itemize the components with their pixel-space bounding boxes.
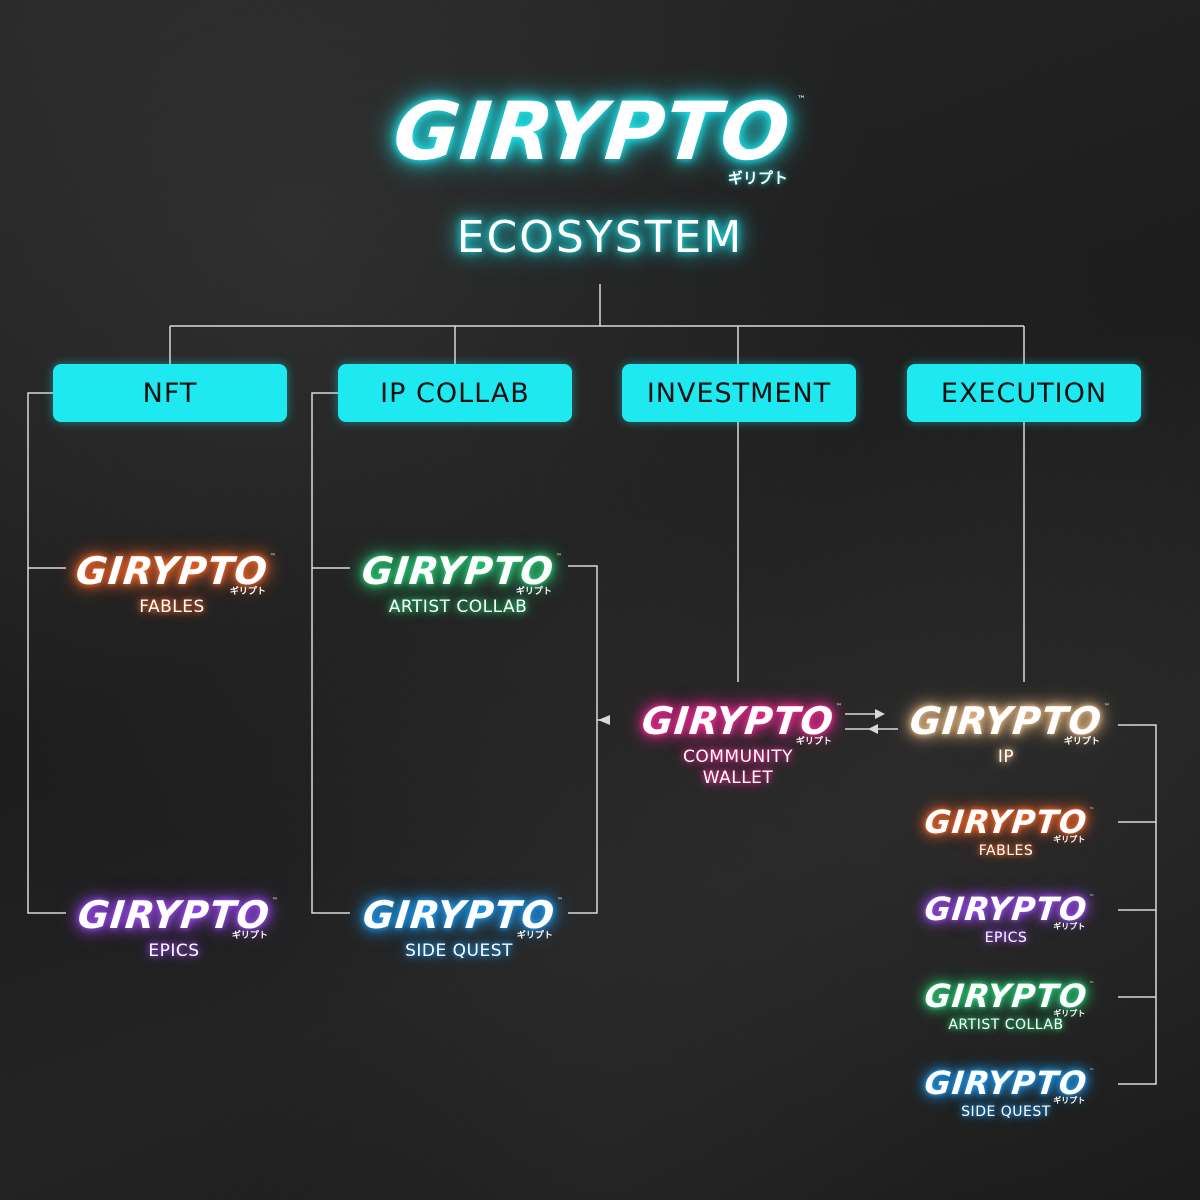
brand-kana: ギリプト xyxy=(1063,737,1100,747)
trademark: ™ xyxy=(1089,981,1095,987)
node-nft-fables-mark: GIRYPTO ギリプト ™ xyxy=(73,549,276,597)
node-ip-artist-collab-mark: GIRYPTO ギリプト ™ xyxy=(359,549,562,597)
node-label-line-1: COMMUNITY xyxy=(682,747,794,767)
header-brand-kana: ギリプト xyxy=(727,169,788,187)
header-logo-mark: GIRYPTO ギリプト ™ xyxy=(389,85,806,186)
node-exec-side-quest[interactable]: GIRYPTO ギリプト ™ SIDE QUEST xyxy=(922,1064,1095,1120)
trademark: ™ xyxy=(1089,807,1095,813)
node-nft-epics[interactable]: GIRYPTO ギリプト ™ EPICS xyxy=(75,893,278,961)
node-exec-side-quest-mark: GIRYPTO ギリプト ™ xyxy=(922,1064,1095,1105)
brand-kana: ギリプト xyxy=(1053,835,1086,844)
page-subtitle: ECOSYSTEM xyxy=(456,212,744,263)
category-ip-collab[interactable]: IP COLLAB xyxy=(338,364,572,422)
node-ip-side-quest-mark: GIRYPTO ギリプト ™ xyxy=(360,893,563,941)
brand-wordmark: GIRYPTO xyxy=(359,549,557,593)
trademark: ™ xyxy=(271,897,278,904)
node-exec-artist-collab-mark: GIRYPTO ギリプト ™ xyxy=(922,977,1095,1018)
node-label: SIDE QUEST xyxy=(961,1104,1051,1120)
node-label: EPICS xyxy=(984,930,1028,946)
node-exec-fables-mark: GIRYPTO ギリプト ™ xyxy=(922,803,1095,844)
trademark: ™ xyxy=(269,553,276,560)
nft-branch xyxy=(27,392,66,914)
trademark: ™ xyxy=(556,897,563,904)
brand-wordmark: GIRYPTO xyxy=(922,977,1090,1015)
header-trademark: ™ xyxy=(796,95,806,105)
brand-kana: ギリプト xyxy=(516,931,553,941)
arrow-head-right-top xyxy=(875,709,885,719)
brand-wordmark: GIRYPTO xyxy=(639,699,837,743)
category-execution[interactable]: EXECUTION xyxy=(907,364,1141,422)
node-label-line-2: WALLET xyxy=(702,767,774,788)
node-nft-epics-mark: GIRYPTO ギリプト ™ xyxy=(75,893,278,941)
brand-wordmark: GIRYPTO xyxy=(907,699,1105,743)
node-exec-ip[interactable]: GIRYPTO ギリプト ™ IP xyxy=(907,699,1110,767)
ip-collab-branch xyxy=(311,392,350,914)
brand-kana: ギリプト xyxy=(515,587,552,597)
execution-bracket xyxy=(1118,724,1157,1085)
node-ip-artist-collab[interactable]: GIRYPTO ギリプト ™ ARTIST COLLAB xyxy=(359,549,562,617)
arrow-head-left-bottom xyxy=(868,724,878,734)
category-nft[interactable]: NFT xyxy=(53,364,287,422)
brand-kana: ギリプト xyxy=(1053,922,1086,931)
brand-wordmark: GIRYPTO xyxy=(922,890,1090,928)
header-brand-wordmark: GIRYPTO xyxy=(389,85,795,178)
node-label: FABLES xyxy=(139,597,205,617)
brand-wordmark: GIRYPTO xyxy=(922,1064,1090,1102)
brand-wordmark: GIRYPTO xyxy=(75,893,273,937)
node-label: IP xyxy=(997,747,1015,767)
node-label: ARTIST COLLAB xyxy=(388,597,528,617)
trademark: ™ xyxy=(1103,703,1110,710)
trademark: ™ xyxy=(1089,894,1095,900)
category-investment[interactable]: INVESTMENT xyxy=(622,364,856,422)
brand-wordmark: GIRYPTO xyxy=(73,549,271,593)
trademark: ™ xyxy=(835,703,842,710)
node-nft-fables[interactable]: GIRYPTO ギリプト ™ FABLES xyxy=(73,549,276,617)
node-label: EPICS xyxy=(148,941,200,961)
node-exec-artist-collab[interactable]: GIRYPTO ギリプト ™ ARTIST COLLAB xyxy=(922,977,1095,1033)
node-community-wallet[interactable]: GIRYPTO ギリプト ™ COMMUNITY WALLET xyxy=(639,699,842,788)
brand-kana: ギリプト xyxy=(231,931,268,941)
node-label: SIDE QUEST xyxy=(405,941,513,961)
trademark: ™ xyxy=(1089,1068,1095,1074)
node-label: ARTIST COLLAB xyxy=(948,1017,1064,1033)
brand-wordmark: GIRYPTO xyxy=(922,803,1090,841)
trademark: ™ xyxy=(555,553,562,560)
node-exec-ip-mark: GIRYPTO ギリプト ™ xyxy=(907,699,1110,747)
brand-wordmark: GIRYPTO xyxy=(360,893,558,937)
brand-kana: ギリプト xyxy=(1053,1009,1086,1018)
arrow-head-left xyxy=(598,715,610,725)
node-exec-fables[interactable]: GIRYPTO ギリプト ™ FABLES xyxy=(922,803,1095,859)
brand-kana: ギリプト xyxy=(795,737,832,747)
node-ip-side-quest[interactable]: GIRYPTO ギリプト ™ SIDE QUEST xyxy=(360,893,563,961)
ip-collab-bracket xyxy=(568,565,610,914)
node-community-wallet-mark: GIRYPTO ギリプト ™ xyxy=(639,699,842,747)
header-logo: GIRYPTO ギリプト ™ xyxy=(389,85,806,186)
brand-kana: ギリプト xyxy=(1053,1096,1086,1105)
node-exec-epics[interactable]: GIRYPTO ギリプト ™ EPICS xyxy=(922,890,1095,946)
node-exec-epics-mark: GIRYPTO ギリプト ™ xyxy=(922,890,1095,931)
node-label: FABLES xyxy=(978,843,1034,859)
brand-kana: ギリプト xyxy=(229,587,266,597)
